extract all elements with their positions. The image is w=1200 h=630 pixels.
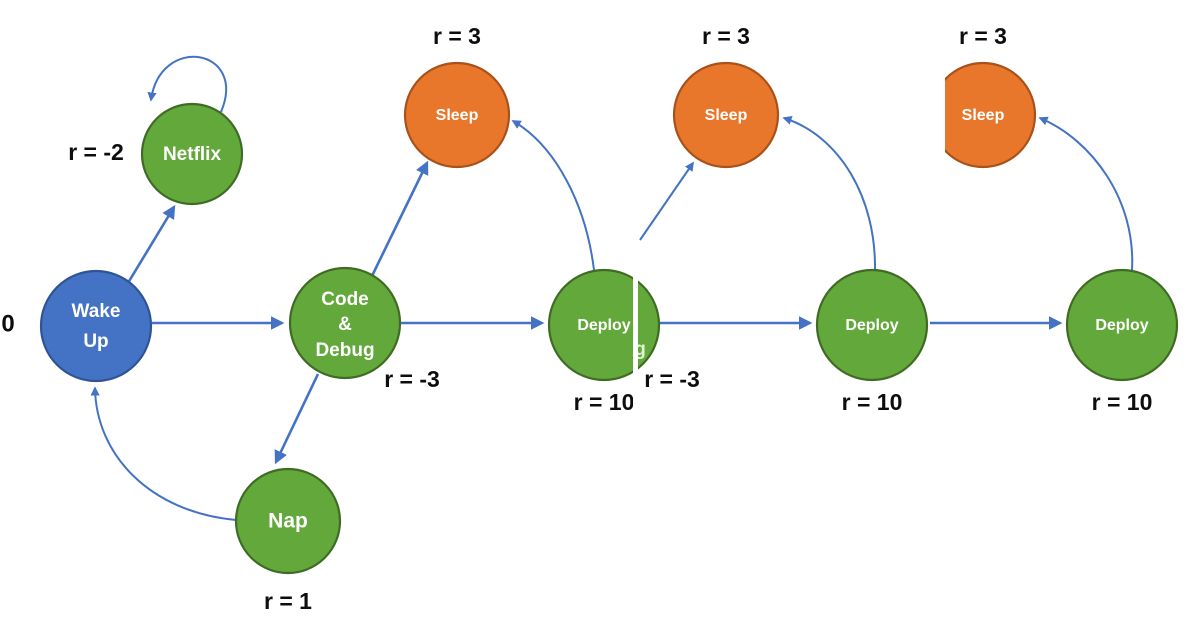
edge-code-sleep1: [370, 160, 429, 277]
node-code-debug-label-line3: Debug: [315, 340, 374, 361]
edge-deploy1-sleep1: [511, 120, 595, 271]
node-deploy-3-label: Deploy: [1095, 317, 1148, 334]
reward-label-code-debug-2: r = -3: [644, 366, 700, 392]
ghost-glyph: g: [634, 339, 646, 360]
reward-label-deploy-3: r = 10: [1092, 389, 1153, 415]
node-code-debug[interactable]: Code & Debug: [288, 266, 402, 380]
node-deploy-2-label: Deploy: [845, 317, 898, 334]
node-wake-up-label-line1: Wake: [72, 301, 121, 322]
edge-netflix-self-loop: [147, 55, 228, 113]
node-deploy-1[interactable]: Deploy g: [547, 268, 661, 382]
reward-label-code-debug: r = -3: [384, 366, 440, 392]
node-sleep-2[interactable]: Sleep: [672, 61, 780, 169]
node-wake-up[interactable]: Wake Up: [39, 269, 153, 383]
reward-label-sleep-2: r = 3: [702, 23, 750, 49]
reward-label-nap: r = 1: [264, 588, 312, 614]
reward-label-sleep-1: r = 3: [433, 23, 481, 49]
reward-label-netflix: r = -2: [68, 139, 124, 165]
reward-label-deploy-2: r = 10: [842, 389, 903, 415]
node-sleep-3[interactable]: Sleep: [931, 61, 1037, 169]
stitch-seam-artifact: [633, 255, 638, 383]
node-netflix[interactable]: Netflix: [140, 102, 244, 206]
node-wake-up-label-line2: Up: [83, 331, 108, 352]
node-nap[interactable]: Nap: [234, 467, 342, 575]
node-sleep-2-label: Sleep: [705, 107, 748, 124]
node-code-debug-label-line2: &: [338, 314, 352, 335]
start-value-label: 0: [1, 310, 14, 337]
node-deploy-3[interactable]: Deploy: [1065, 268, 1179, 382]
stitch-seam-artifact-lower: [633, 383, 638, 411]
reward-label-sleep-3: r = 3: [959, 23, 1007, 49]
node-deploy-2[interactable]: Deploy: [815, 268, 929, 382]
edge-code-nap: [274, 373, 320, 465]
edge-wakeup-netflix: [126, 204, 176, 284]
node-deploy-1-label: Deploy: [577, 317, 630, 334]
edge-deploy2-sleep2: [782, 115, 877, 271]
reward-label-deploy-1: r = 10: [574, 389, 635, 415]
node-netflix-label: Netflix: [163, 144, 222, 165]
edge-deploy3-sleep3: [1038, 116, 1134, 271]
node-nap-label: Nap: [268, 510, 308, 533]
node-sleep-1-label: Sleep: [436, 107, 479, 124]
edge-nap-wakeup: [90, 386, 237, 521]
node-sleep-3-label: Sleep: [962, 107, 1005, 124]
node-code-debug-label-line1: Code: [321, 289, 369, 310]
edge-deploy1-sleep2: [639, 161, 694, 241]
node-sleep-1[interactable]: Sleep: [403, 61, 511, 169]
